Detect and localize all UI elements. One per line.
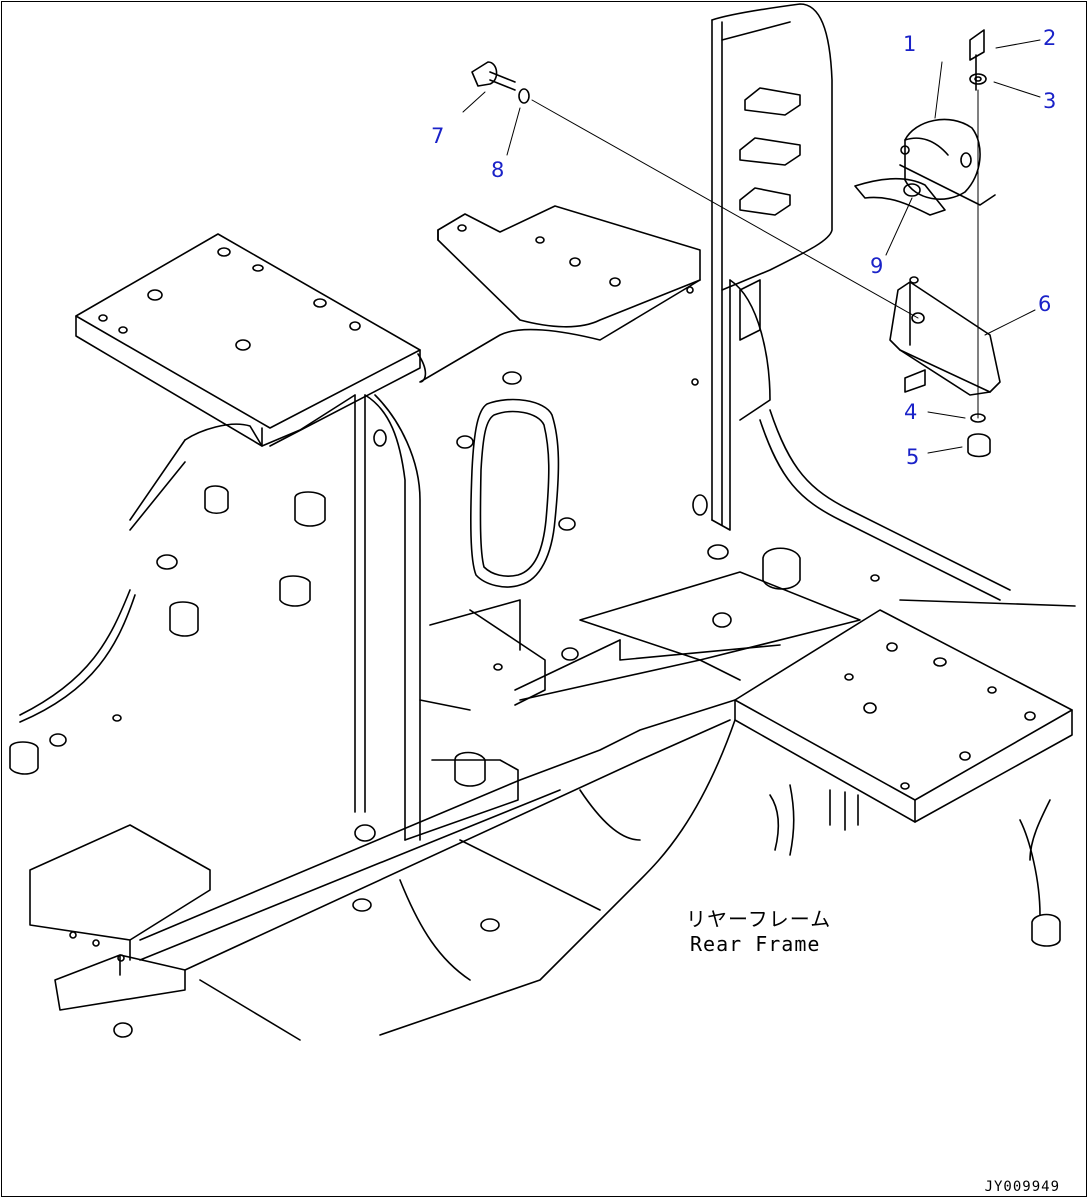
bushings (9, 286, 1061, 1038)
callout-4: 4 (904, 400, 918, 424)
left-platform (75, 233, 421, 447)
callout-6: 6 (1038, 292, 1052, 316)
callout-5: 5 (906, 445, 920, 469)
rear-frame-label-jp: リヤーフレーム (686, 907, 832, 931)
callout-7: 7 (431, 124, 445, 148)
callout-3: 3 (1043, 89, 1057, 113)
drawing-id: JY009949 (984, 1179, 1060, 1195)
callout-8: 8 (491, 158, 505, 182)
rear-frame-label-en: Rear Frame (690, 932, 821, 956)
assembly-lines (462, 39, 1041, 454)
callout-2: 2 (1043, 26, 1057, 50)
callout-9: 9 (870, 254, 884, 278)
callout-1: 1 (903, 32, 917, 56)
rear-frame-body (19, 3, 1076, 1041)
horn-assembly (471, 29, 1001, 458)
